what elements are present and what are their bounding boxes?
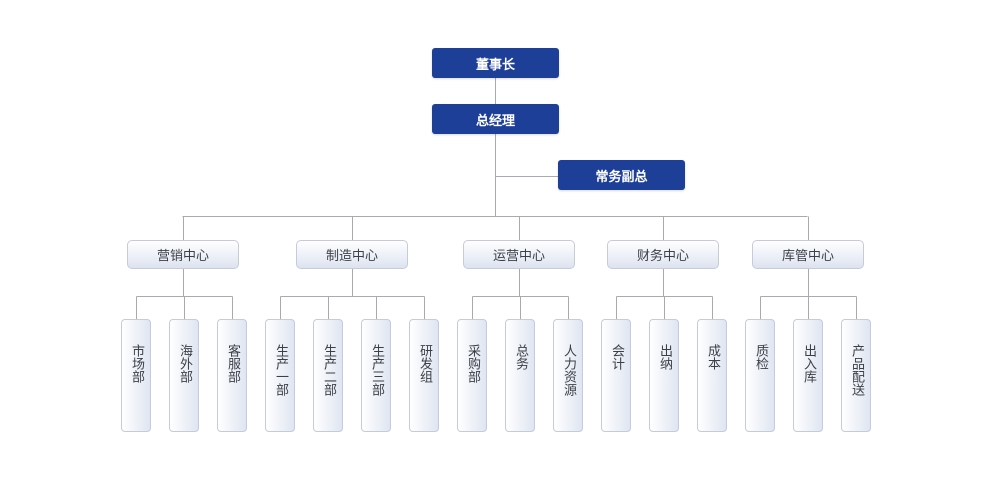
department-label: 研发组 [417, 344, 432, 383]
department-label: 人力资源 [561, 344, 576, 396]
department-label: 客服部 [225, 344, 240, 383]
department-box: 人力资源 [553, 319, 583, 432]
center-box: 营销中心 [127, 240, 239, 269]
department-label: 生产三部 [369, 344, 384, 396]
department-box: 总务 [505, 319, 535, 432]
department-box: 质检 [745, 319, 775, 432]
department-box: 成本 [697, 319, 727, 432]
department-label: 成本 [705, 344, 720, 370]
department-box: 研发组 [409, 319, 439, 432]
department-label: 会计 [609, 344, 624, 370]
deputy-gm-box: 常务副总 [558, 160, 685, 190]
department-box: 生产三部 [361, 319, 391, 432]
center-label: 营销中心 [156, 249, 209, 264]
department-label: 总务 [513, 344, 528, 370]
center-label: 库管中心 [781, 249, 834, 264]
department-box: 客服部 [217, 319, 247, 432]
department-label: 出纳 [657, 344, 672, 370]
department-box: 出入库 [793, 319, 823, 432]
department-label: 市场部 [129, 344, 144, 383]
center-box: 财务中心 [607, 240, 719, 269]
chairman-label: 董事长 [475, 57, 515, 73]
department-label: 产品配送 [849, 344, 864, 396]
department-box: 出纳 [649, 319, 679, 432]
department-box: 生产一部 [265, 319, 295, 432]
center-box: 制造中心 [296, 240, 408, 269]
general-manager-label: 总经理 [475, 113, 515, 129]
center-label: 运营中心 [492, 249, 545, 264]
department-label: 出入库 [801, 344, 816, 383]
department-box: 采购部 [457, 319, 487, 432]
department-label: 生产一部 [273, 344, 288, 396]
center-box: 运营中心 [463, 240, 575, 269]
department-box: 海外部 [169, 319, 199, 432]
center-box: 库管中心 [752, 240, 864, 269]
department-label: 海外部 [177, 344, 192, 383]
center-label: 财务中心 [636, 249, 689, 264]
department-label: 质检 [753, 344, 768, 370]
deputy-gm-label: 常务副总 [595, 169, 648, 185]
department-box: 产品配送 [841, 319, 871, 432]
department-label: 采购部 [465, 344, 480, 383]
general-manager-box: 总经理 [432, 104, 559, 134]
department-box: 生产二部 [313, 319, 343, 432]
chairman-box: 董事长 [432, 48, 559, 78]
center-label: 制造中心 [325, 249, 378, 264]
department-label: 生产二部 [321, 344, 336, 396]
department-box: 会计 [601, 319, 631, 432]
department-box: 市场部 [121, 319, 151, 432]
